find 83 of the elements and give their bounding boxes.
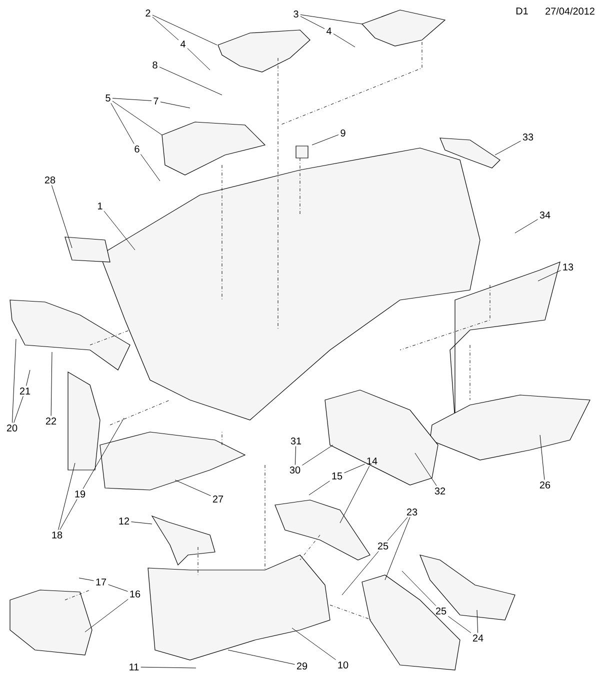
leader-line <box>174 480 211 496</box>
leader-line <box>140 666 196 668</box>
callout-number: 4 <box>326 28 332 34</box>
callout-number: 18 <box>52 531 62 539</box>
leader-line <box>344 464 365 474</box>
leader-line <box>108 584 128 592</box>
leader-line <box>50 352 52 416</box>
callout-number: 17 <box>96 578 106 586</box>
leader-line <box>160 102 190 108</box>
leader-line <box>292 628 336 660</box>
leader-line <box>308 480 330 496</box>
callout-number: 25 <box>378 542 388 550</box>
callout-number: 10 <box>338 661 348 669</box>
callout-number: 24 <box>472 634 484 642</box>
callout-number: 8 <box>152 61 158 69</box>
leader-line <box>300 16 325 29</box>
callout-number: 1 <box>98 202 102 210</box>
callout-number: 14 <box>367 458 378 464</box>
callout-number: 7 <box>154 98 158 104</box>
leader-line <box>14 396 24 424</box>
leader-line <box>342 550 379 596</box>
callout-number: 23 <box>406 508 418 516</box>
callout-number: 9 <box>340 129 346 137</box>
callout-number: 25 <box>436 607 446 615</box>
leader-line <box>333 34 356 48</box>
callout-number: 3 <box>294 10 298 18</box>
callout-number: 32 <box>434 487 446 495</box>
leader-line <box>538 270 561 282</box>
leader-line <box>387 516 408 542</box>
callout-number: 19 <box>75 490 86 498</box>
callout-number: 33 <box>522 133 534 141</box>
callout-number: 6 <box>134 145 140 153</box>
leader-line <box>187 48 210 70</box>
leader-line <box>514 219 538 234</box>
leader-line <box>448 616 472 634</box>
leader-line <box>476 610 478 634</box>
callout-number: 13 <box>563 263 574 271</box>
leader-line <box>130 522 152 524</box>
header-text: 27/04/2012 <box>546 7 594 15</box>
leader-line <box>26 370 30 386</box>
header-text: D1 <box>516 8 528 14</box>
leader-line <box>104 210 136 250</box>
callout-number: 5 <box>106 94 110 102</box>
leader-line <box>152 14 218 46</box>
leader-line <box>152 16 179 40</box>
callout-number: 29 <box>296 662 308 670</box>
callout-number: 30 <box>290 466 300 474</box>
leader-line <box>294 446 296 466</box>
callout-number: 15 <box>332 472 342 480</box>
leader-line <box>78 578 94 581</box>
leader-line <box>340 466 370 524</box>
callout-number: 12 <box>119 518 130 524</box>
callout-number: 21 <box>20 388 30 394</box>
callout-number: 2 <box>146 10 150 16</box>
leader-line <box>312 134 339 146</box>
leader-line <box>60 498 78 530</box>
leader-line <box>494 140 521 156</box>
leader-line <box>110 102 134 144</box>
leader-line <box>58 462 76 530</box>
callout-number: 28 <box>44 176 56 184</box>
leader-line <box>12 338 16 424</box>
leader-line <box>302 444 334 466</box>
callout-number: 11 <box>130 664 139 670</box>
callout-number: 16 <box>130 590 140 598</box>
leader-line <box>228 650 295 665</box>
callout-number: 31 <box>290 437 302 445</box>
callout-number: 27 <box>212 496 224 502</box>
leader-line <box>140 154 160 182</box>
leader-line <box>112 100 162 136</box>
callout-number: 20 <box>6 424 18 432</box>
callout-number: 26 <box>540 481 550 489</box>
leader-line <box>159 66 222 96</box>
leader-line <box>540 434 545 480</box>
leader-line <box>51 184 72 248</box>
callout-number: 22 <box>46 418 56 424</box>
callout-number: 4 <box>180 40 186 48</box>
leader-line <box>402 570 436 606</box>
leader-line <box>384 516 410 580</box>
leader-line <box>300 14 362 24</box>
leader-line <box>112 98 152 101</box>
leader-line <box>82 418 124 490</box>
callout-number: 34 <box>540 211 550 219</box>
leader-line <box>84 598 128 632</box>
